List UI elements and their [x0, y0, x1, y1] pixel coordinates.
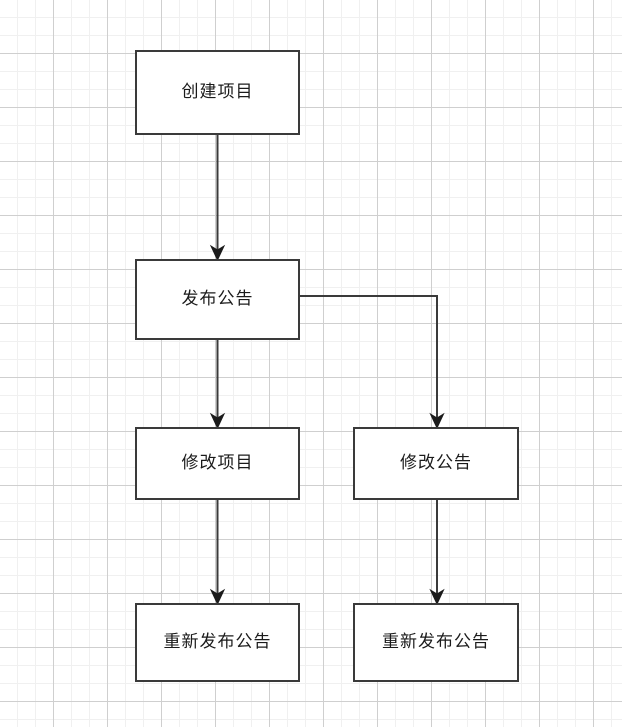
node-label-modify-announcement: 修改公告	[400, 453, 472, 473]
node-publish-announcement[interactable]: 发布公告	[135, 259, 300, 340]
connector-publish-to-modify-announcement[interactable]	[300, 295, 445, 430]
node-label-modify-project: 修改项目	[181, 453, 254, 473]
node-label-republish-announcement-right: 重新发布公告	[382, 632, 490, 652]
node-modify-project[interactable]: 修改项目	[135, 427, 300, 500]
connector-modify-announcement-to-republish[interactable]	[429, 500, 445, 606]
node-create-project[interactable]: 创建项目	[135, 50, 300, 135]
node-modify-announcement[interactable]: 修改公告	[353, 427, 519, 500]
node-republish-announcement-right[interactable]: 重新发布公告	[353, 603, 519, 682]
connector-modify-project-to-republish[interactable]	[209, 500, 226, 606]
connector-publish-to-modify-project[interactable]	[209, 340, 226, 430]
node-label-create-project: 创建项目	[181, 82, 254, 102]
connector-create-to-publish[interactable]	[209, 135, 226, 262]
node-republish-announcement-left[interactable]: 重新发布公告	[135, 603, 300, 682]
node-label-republish-announcement-left: 重新发布公告	[163, 632, 272, 652]
node-label-publish-announcement: 发布公告	[181, 289, 254, 309]
